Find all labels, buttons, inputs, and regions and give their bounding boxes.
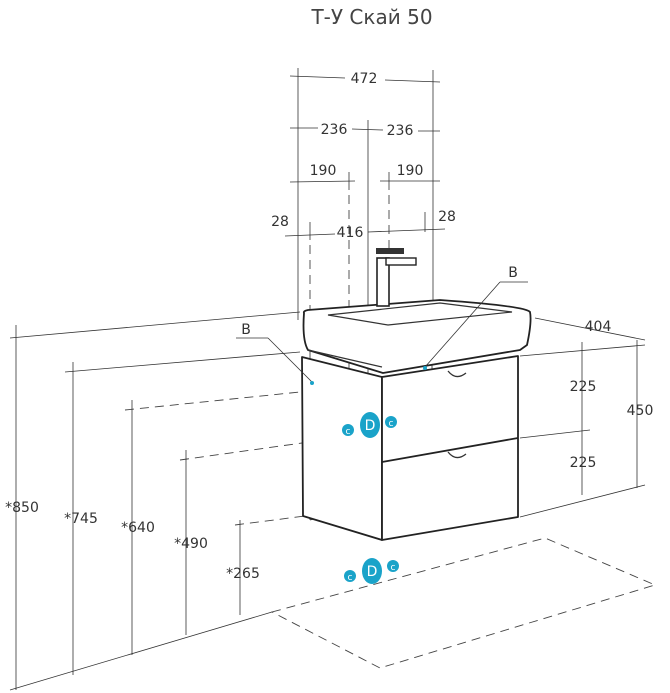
dim-half-right: 236 <box>387 123 414 139</box>
drawer-handle-bottom <box>447 451 467 459</box>
dim-h265: *265 <box>226 566 260 582</box>
drawing-title: Т-У Скай 50 <box>310 5 432 29</box>
drawer-handle-top <box>447 370 467 378</box>
dim-edge-right: 28 <box>438 209 456 225</box>
label-c-upper-left: c <box>346 427 351 437</box>
dim-cabinet-height: 450 <box>627 403 654 419</box>
dim-drawer-top: 225 <box>570 379 597 395</box>
marker-b-right: B <box>423 265 528 370</box>
dim-offset-left: 190 <box>310 163 337 179</box>
dim-width-total: 472 <box>351 71 378 87</box>
dim-half-left: 236 <box>321 122 348 138</box>
dim-offset-right: 190 <box>397 163 424 179</box>
cabinet-side <box>301 356 383 541</box>
label-c-lower-right: c <box>391 563 396 573</box>
dim-h850: *850 <box>5 500 39 516</box>
dim-inner: 416 <box>337 225 364 241</box>
label-c-lower-left: c <box>348 573 353 583</box>
faucet <box>376 248 417 307</box>
label-c-upper-right: c <box>389 419 394 429</box>
dim-h640: *640 <box>121 520 155 536</box>
dim-h490: *490 <box>174 536 208 552</box>
label-b-left: B <box>241 322 251 338</box>
dim-depth: 404 <box>585 319 612 335</box>
drawer-divider <box>381 437 519 463</box>
top-dimension-lines <box>284 75 446 237</box>
label-d-upper: D <box>365 418 376 434</box>
cabinet <box>301 355 519 541</box>
height-dimension-lines <box>15 325 638 690</box>
connection-markers-lower: D c c <box>344 558 399 584</box>
dim-h745: *745 <box>64 511 98 527</box>
label-d-lower: D <box>367 564 378 580</box>
marker-b-left: B <box>236 322 314 385</box>
label-b-right: B <box>508 265 518 281</box>
connection-markers-upper: D c c <box>342 412 397 438</box>
dim-edge-left: 28 <box>271 214 289 230</box>
washbasin <box>302 299 532 374</box>
cabinet-front <box>381 355 519 541</box>
dim-drawer-bottom: 225 <box>570 455 597 471</box>
